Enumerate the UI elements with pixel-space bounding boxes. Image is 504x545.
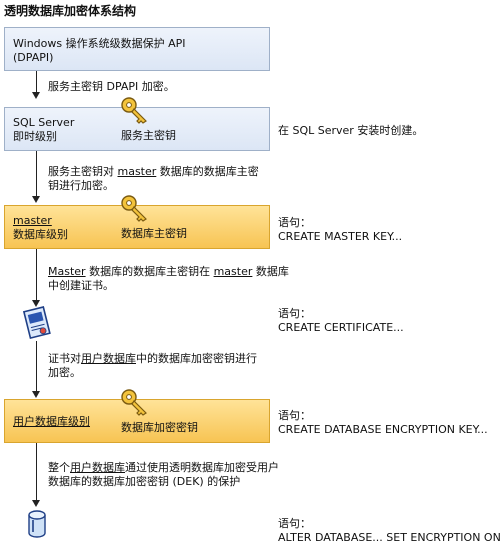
master-db-line1: master [13,214,52,227]
arrow-4 [32,391,40,398]
step5-part1: 整个 [48,461,70,474]
step2-master: master [117,165,157,178]
key-icon [121,389,147,416]
note-master-key-line2: CREATE MASTER KEY... [278,230,403,243]
note-alter-db: 语句： ALTER DATABASE... SET ENCRYPTION ON [278,517,501,545]
note-dek-line1: 语句： [278,409,311,422]
service-master-key-label: 服务主密钥 [121,129,176,142]
step1-text: 服务主密钥 DPAPI 加密。 [48,80,175,93]
step2-part3: 数据库的数据库主密 [156,165,259,178]
dpapi-line1: Windows 操作系统级数据保护 API [13,37,186,50]
note-alter-db-line1: 语句： [278,517,311,530]
step3-part4: 数据库 [252,265,289,278]
step5-line2: 数据库的数据库加密密钥 (DEK) 的保护 [48,475,241,488]
step4-part3: 中的数据库加密密钥进行 [136,352,257,365]
step5-part3: 通过使用透明数据库加密受用户 [125,461,279,474]
arrow-1 [32,92,40,99]
step4-part1: 证书对 [48,352,81,365]
step4-user-db: 用户数据库 [81,352,136,365]
note-certificate-line1: 语句： [278,307,311,320]
note-alter-db-line2: ALTER DATABASE... SET ENCRYPTION ON [278,531,501,544]
connector-2 [36,151,37,197]
step2-part1: 服务主密钥对 [48,165,118,178]
sql-server-line1: SQL Server [13,116,75,129]
note-sql-install: 在 SQL Server 安装时创建。 [278,124,424,137]
note-dek-line2: CREATE DATABASE ENCRYPTION KEY... [278,423,488,436]
note-certificate: 语句： CREATE CERTIFICATE... [278,307,404,335]
note-dek: 语句： CREATE DATABASE ENCRYPTION KEY... [278,409,488,437]
connector-5 [36,443,37,501]
master-db-line2: 数据库级别 [13,228,68,241]
step2-line2: 钥进行加密。 [48,179,114,192]
step4-line2: 加密。 [48,366,81,379]
step3-master-2: master [213,265,253,278]
database-icon [28,510,46,538]
step2-text: 服务主密钥对 master 数据库的数据库主密 钥进行加密。 [48,165,259,193]
note-master-key-line1: 语句： [278,216,311,229]
dpapi-box: Windows 操作系统级数据保护 API (DPAPI) [4,27,270,71]
step4-text: 证书对用户数据库中的数据库加密密钥进行 加密。 [48,352,257,380]
user-db-line1: 用户数据库级别 [13,415,90,428]
step3-text: Master 数据库的数据库主密钥在 master 数据库 中创建证书。 [48,265,289,293]
database-master-key-label: 数据库主密钥 [121,227,187,240]
database-encryption-key-label: 数据库加密密钥 [121,421,198,434]
connector-1 [36,71,37,93]
arrow-5 [32,500,40,507]
step3-line2: 中创建证书。 [48,279,114,292]
note-master-key: 语句： CREATE MASTER KEY... [278,216,402,244]
step3-master-1: Master [48,265,86,278]
key-icon [121,97,147,124]
certificate-icon [22,306,51,340]
step3-part2: 数据库的数据库主密钥在 [85,265,214,278]
note-certificate-line2: CREATE CERTIFICATE... [278,321,404,334]
dpapi-line2: (DPAPI) [13,51,54,64]
sql-server-line2: 即时级别 [13,130,57,143]
key-icon [121,195,147,222]
connector-4 [36,341,37,392]
connector-3 [36,249,37,301]
step5-text: 整个用户数据库通过使用透明数据库加密受用户 数据库的数据库加密密钥 (DEK) … [48,461,279,489]
step5-user-db: 用户数据库 [70,461,125,474]
diagram-title: 透明数据库加密体系结构 [4,4,137,18]
arrow-3 [32,300,40,307]
arrow-2 [32,196,40,203]
